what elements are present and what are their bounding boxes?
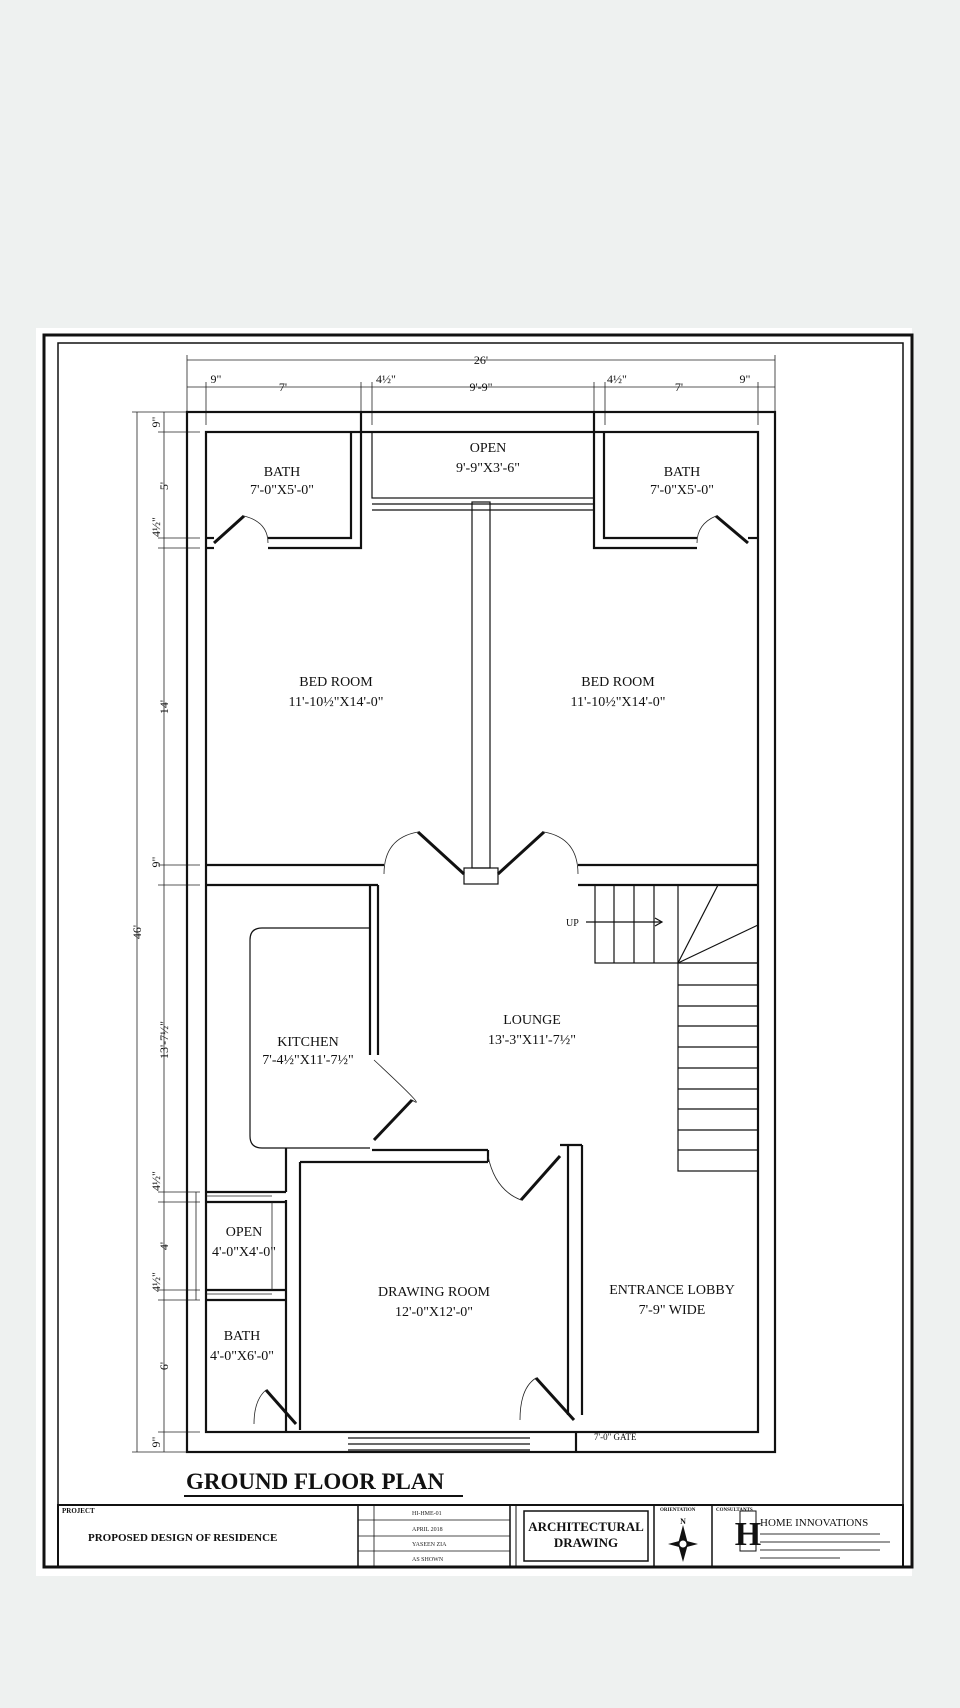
- dim-left-10: 6': [157, 1362, 171, 1370]
- inner-border: [57, 342, 904, 1506]
- dim-left-5: 9": [149, 856, 163, 867]
- dim-left-4: 14': [157, 700, 171, 714]
- dim-top-4: 9'-9": [469, 380, 492, 394]
- dim-left-6: 13'-7½": [157, 1021, 171, 1059]
- project-name: PROPOSED DESIGN OF RESIDENCE: [88, 1532, 277, 1544]
- bath-small-name: BATH: [224, 1329, 261, 1344]
- kitchen-name: KITCHEN: [277, 1035, 338, 1050]
- dim-top-overall: 26': [474, 353, 488, 367]
- bath-left-size: 7'-0"X5'-0": [250, 483, 314, 498]
- info-4: AS SHOWN: [412, 1557, 444, 1563]
- drawing-sheet: [36, 328, 912, 1576]
- open-small-name: OPEN: [226, 1225, 263, 1240]
- bath-small-size: 4'-0"X6'-0": [210, 1349, 274, 1364]
- dim-left-8: 4': [157, 1242, 171, 1250]
- bed-left-size: 11'-10½"X14'-0": [289, 695, 384, 710]
- outer-border: [42, 333, 914, 1569]
- info-2: APRIL 2018: [412, 1527, 443, 1533]
- kitchen-size: 7'-4½"X11'-7½": [262, 1053, 353, 1068]
- dim-left-7: 4½": [149, 1171, 163, 1191]
- drawing-type-line-1: ARCHITECTURAL: [528, 1519, 644, 1534]
- lounge-size: 13'-3"X11'-7½": [488, 1033, 576, 1048]
- entrance-lobby-size: 7'-9" WIDE: [639, 1303, 706, 1318]
- dim-top-7: 9": [740, 372, 751, 386]
- bath-right-name: BATH: [664, 465, 701, 480]
- info-1: HI-HME-01: [412, 1511, 442, 1517]
- gate-label: 7'-0" GATE: [594, 1432, 637, 1442]
- dim-left-11: 9": [149, 1436, 163, 1447]
- dim-top-2: 7': [279, 380, 287, 394]
- dim-left-overall: 46': [130, 925, 144, 939]
- bath-left-name: BATH: [264, 465, 301, 480]
- bed-right-size: 11'-10½"X14'-0": [571, 695, 666, 710]
- north-arrow-icon: [668, 1525, 698, 1562]
- dim-top-6: 7': [675, 380, 683, 394]
- firm-logo: H: [735, 1510, 761, 1553]
- dim-top-1: 9": [211, 372, 222, 386]
- svg-text:H: H: [735, 1516, 761, 1553]
- open-top-size: 9'-9"X3'-6": [456, 461, 520, 476]
- stair-up-label: UP: [566, 918, 579, 929]
- dim-top-3: 4½": [376, 372, 396, 386]
- doors: [212, 514, 749, 1425]
- staircase: [586, 884, 759, 1172]
- dim-left-9: 4½": [149, 1272, 163, 1292]
- firm-name: HOME INNOVATIONS: [760, 1517, 868, 1529]
- project-label: PROJECT: [62, 1507, 95, 1515]
- open-small-size: 4'-0"X4'-0": [212, 1245, 276, 1260]
- drawing-room-size: 12'-0"X12'-0": [395, 1305, 473, 1320]
- entrance-lobby-name: ENTRANCE LOBBY: [609, 1283, 735, 1298]
- lounge-name: LOUNGE: [503, 1013, 561, 1028]
- dim-left-3: 4½": [149, 517, 163, 537]
- firm-contact-lines: [760, 1533, 890, 1559]
- bed-left-name: BED ROOM: [299, 675, 373, 690]
- orientation-label: ORIENTATION: [660, 1508, 696, 1513]
- bed-right-name: BED ROOM: [581, 675, 655, 690]
- consultant-label: CONSULTANTS: [716, 1508, 753, 1513]
- dim-left-2: 5': [157, 482, 171, 490]
- open-top-name: OPEN: [470, 441, 507, 456]
- info-3: YASEEN ZIA: [412, 1542, 447, 1548]
- plan-title: GROUND FLOOR PLAN: [186, 1469, 445, 1494]
- bath-right-size: 7'-0"X5'-0": [650, 483, 714, 498]
- dim-top-5: 4½": [607, 372, 627, 386]
- north-letter: N: [680, 1517, 686, 1526]
- dim-left-1: 9": [149, 416, 163, 427]
- left-dimensions: [132, 411, 200, 1453]
- drawing-type-line-2: DRAWING: [554, 1535, 618, 1550]
- title-block: [57, 1504, 904, 1568]
- drawing-room-name: DRAWING ROOM: [378, 1285, 491, 1300]
